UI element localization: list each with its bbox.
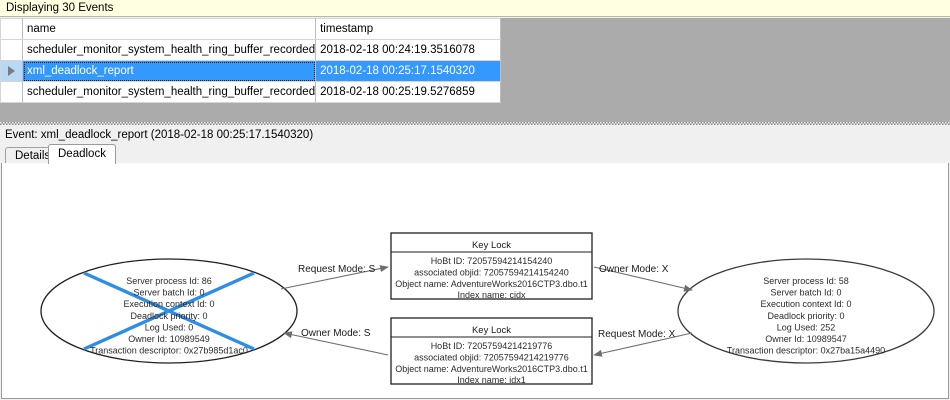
resource-node-keylock-bottom[interactable]: Key Lock HoBt ID: 72057594214219776assoc… xyxy=(390,317,593,385)
column-header-selector[interactable] xyxy=(0,18,23,40)
process-left-ellipse xyxy=(40,258,298,364)
edge-right-request-arrow xyxy=(593,332,693,357)
event-header-label: Event: xml_deadlock_report (2018-02-18 0… xyxy=(5,129,314,141)
tab-strip: Details Deadlock xyxy=(0,144,950,164)
keylock-top-title: Key Lock xyxy=(472,240,511,251)
node-text-line: Index name: cidx xyxy=(457,290,526,300)
row-selector-arrow-icon xyxy=(8,66,15,76)
keylock-bottom-box xyxy=(390,317,593,385)
cell-name[interactable]: scheduler_monitor_system_health_ring_buf… xyxy=(21,81,317,103)
keylock-top-box xyxy=(390,232,593,300)
node-text-line: Server process Id: 58 xyxy=(763,276,849,286)
node-text-line: Server batch Id: 0 xyxy=(133,288,204,298)
node-text-line: HoBt ID: 72057594214154240 xyxy=(431,256,553,266)
cell-timestamp[interactable]: 2018-02-18 00:25:19.5276859 xyxy=(315,81,502,103)
node-text-line: Object name: AdventureWorks2016CTP3.dbo.… xyxy=(395,364,587,374)
table-header-row: name timestamp xyxy=(0,18,502,40)
process-node-left[interactable]: Server process Id: 86 Server batch Id: 0E… xyxy=(40,258,298,364)
column-header-timestamp[interactable]: timestamp xyxy=(315,18,502,40)
resource-node-keylock-top[interactable]: Key Lock HoBt ID: 72057594214154240assoc… xyxy=(390,232,593,300)
node-text-line: Execution context Id: 0 xyxy=(760,299,851,309)
node-text-line: HoBt ID: 72057594214219776 xyxy=(431,341,553,351)
info-bar: Displaying 30 Events xyxy=(0,0,950,17)
process-right-text: Server process Id: 58 Server batch Id: 0E… xyxy=(727,276,885,356)
node-text-line: Log Used: 0 xyxy=(145,322,194,332)
edge-left-owner-arrow xyxy=(283,331,389,356)
process-right-ellipse xyxy=(677,258,935,364)
process-node-right[interactable]: Server process Id: 58 Server batch Id: 0E… xyxy=(677,258,935,364)
row-header-cell[interactable] xyxy=(0,81,23,103)
edge-left-request-label: Request Mode: S xyxy=(298,264,376,275)
node-text-line: Transaction descriptor: 0x27ba15a4490 xyxy=(727,346,885,356)
event-header: Event: xml_deadlock_report (2018-02-18 0… xyxy=(0,127,950,145)
tab-details[interactable]: Details xyxy=(5,147,61,164)
table-row[interactable]: scheduler_monitor_system_health_ring_buf… xyxy=(0,39,502,61)
table-row[interactable]: scheduler_monitor_system_health_ring_buf… xyxy=(0,81,502,103)
edge-left-owner-label: Owner Mode: S xyxy=(301,328,371,339)
node-text-line: Deadlock priority: 0 xyxy=(767,311,844,321)
events-table: name timestamp scheduler_monitor_system_… xyxy=(0,18,502,103)
node-text-line: Index name: idx1 xyxy=(457,375,526,385)
node-text-line: Owner Id: 10989547 xyxy=(765,334,847,344)
row-header-cell[interactable] xyxy=(0,39,23,61)
edge-right-owner-label: Owner Mode: X xyxy=(599,264,669,275)
keylock-bottom-title: Key Lock xyxy=(472,325,511,336)
edge-right-owner-arrow xyxy=(593,266,693,292)
tab-deadlock[interactable]: Deadlock xyxy=(48,144,116,164)
node-text-line: associated objid: 72057594214219776 xyxy=(414,352,569,362)
cell-name[interactable]: scheduler_monitor_system_health_ring_buf… xyxy=(21,39,317,61)
column-header-name[interactable]: name xyxy=(21,18,317,40)
node-text-line: associated objid: 72057594214154240 xyxy=(414,267,569,277)
edge-right-owner: Owner Mode: X xyxy=(593,264,693,292)
edge-right-request: Request Mode: X xyxy=(593,329,693,357)
edge-left-owner: Owner Mode: S xyxy=(283,328,389,356)
edge-left-request-arrow xyxy=(280,265,389,290)
node-text-line: Object name: AdventureWorks2016CTP3.dbo.… xyxy=(395,279,587,289)
node-text-line: Server process Id: 86 xyxy=(126,276,212,286)
deadlock-victim-cross-icon xyxy=(83,271,255,351)
row-header-cell[interactable] xyxy=(0,60,23,82)
events-grid[interactable]: name timestamp scheduler_monitor_system_… xyxy=(0,18,950,122)
node-text-line: Execution context Id: 0 xyxy=(123,299,214,309)
horizontal-splitter[interactable] xyxy=(0,122,950,127)
node-text-line: Owner Id: 10989549 xyxy=(128,334,210,344)
edge-left-request: Request Mode: S xyxy=(280,264,389,290)
splitter-grip-icon xyxy=(0,122,950,125)
node-text-line: Deadlock priority: 0 xyxy=(130,311,207,321)
node-text-line: Transaction descriptor: 0x27b985d1ac0 xyxy=(90,346,248,356)
node-text-line: Server batch Id: 0 xyxy=(770,288,841,298)
cell-timestamp[interactable]: 2018-02-18 00:24:19.3516078 xyxy=(315,39,502,61)
process-left-text: Server process Id: 86 Server batch Id: 0E… xyxy=(90,276,248,356)
events-count-label: Displaying 30 Events xyxy=(6,2,114,14)
cell-timestamp[interactable]: 2018-02-18 00:25:17.1540320 xyxy=(315,60,502,82)
edge-right-request-label: Request Mode: X xyxy=(598,329,676,340)
cell-name[interactable]: xml_deadlock_report xyxy=(21,60,317,82)
node-text-line: Log Used: 252 xyxy=(777,322,836,332)
